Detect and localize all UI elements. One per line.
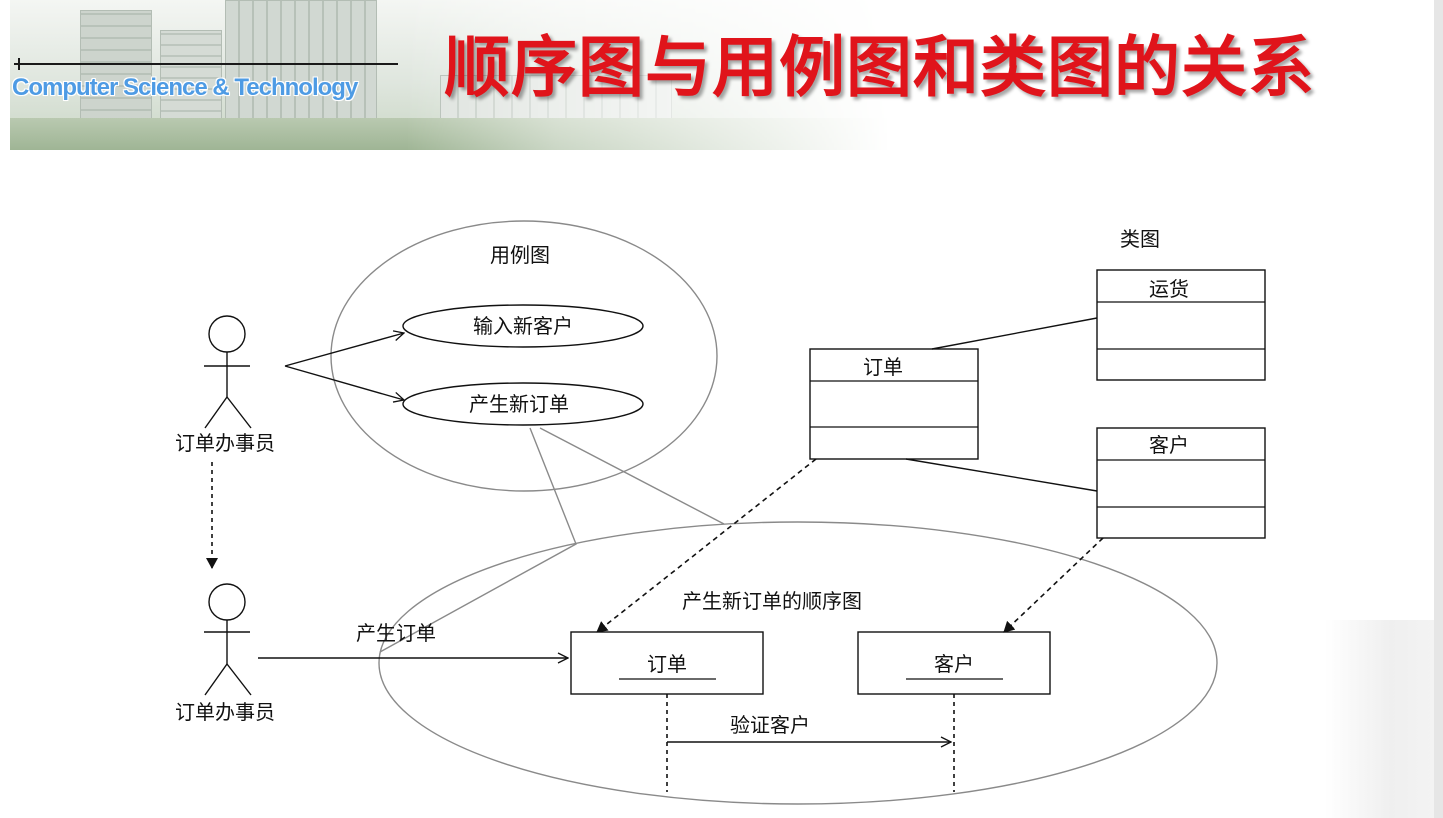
window-edge [1434, 0, 1443, 818]
banner-building [440, 75, 672, 122]
use-case-diagram: 用例图 输入新客户 产生新订单 [330, 220, 718, 492]
class-customer: 客户 [1096, 427, 1266, 539]
actor-name: 订单办事员 [175, 700, 275, 724]
association-arrow [284, 365, 404, 400]
sequence-diagram-label: 产生新订单的顺序图 [682, 589, 862, 613]
slide-title: 顺序图与用例图和类图的关系 [444, 29, 1315, 106]
object-name: 客户 [934, 652, 974, 676]
actor-leg [204, 396, 228, 429]
corner-decoration [1325, 620, 1434, 818]
actor-leg [204, 663, 228, 696]
actor-order-clerk-top [204, 315, 252, 429]
banner-building [225, 0, 377, 122]
association-arrow [284, 333, 404, 367]
header-rule [14, 63, 398, 65]
use-case-boundary [330, 220, 718, 492]
class-name: 客户 [1149, 433, 1189, 457]
use-case-create-new-order [402, 382, 644, 426]
class-order: 订单 [809, 348, 979, 460]
actor-order-clerk-bottom [204, 583, 252, 696]
class-name: 订单 [863, 355, 903, 379]
object-name: 订单 [647, 652, 687, 676]
callout-right-edge [539, 427, 725, 525]
sequence-object-customer: 客户 [857, 631, 1051, 695]
callout-bubble [379, 427, 725, 653]
actor-head [208, 583, 246, 621]
association-order-customer [905, 458, 1098, 492]
banner-lawn [10, 118, 890, 150]
banner-building [80, 10, 152, 122]
message-label: 产生订单 [356, 621, 436, 645]
use-case-label: 产生新订单 [469, 392, 569, 416]
class-diagram-label: 类图 [1120, 227, 1160, 251]
actor-name: 订单办事员 [175, 431, 275, 455]
association-order-shipping [931, 317, 1098, 350]
trace-customer-class-to-object [1003, 537, 1104, 633]
use-case-input-new-customer [402, 304, 644, 348]
actor-head [208, 315, 246, 353]
class-name: 运货 [1149, 277, 1189, 301]
trace-order-class-to-object [596, 458, 817, 633]
use-case-diagram-label: 用例图 [490, 243, 550, 267]
header-subtitle: Computer Science & Technology [12, 74, 358, 101]
header-rule-tick [18, 58, 20, 70]
sequence-diagram-boundary [378, 521, 1218, 805]
actor-leg [226, 663, 252, 696]
callout-left-edge [379, 427, 577, 653]
header-banner [10, 0, 890, 150]
sequence-object-order: 订单 [570, 631, 764, 695]
use-case-label: 输入新客户 [473, 314, 573, 338]
class-shipping: 运货 [1096, 269, 1266, 381]
message-label: 验证客户 [730, 713, 810, 737]
actor-leg [226, 396, 252, 429]
